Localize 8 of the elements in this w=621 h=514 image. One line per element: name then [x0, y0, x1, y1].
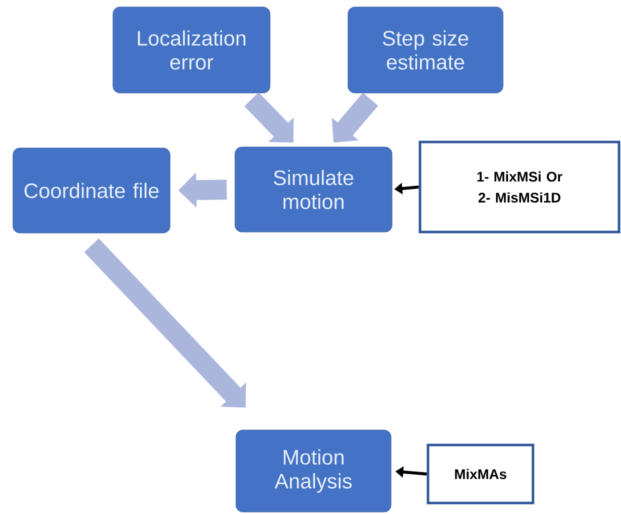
text-box: MixMAs	[426, 444, 534, 504]
text-box: 1- MixMSi Or 2- MisMSi1D	[418, 140, 620, 234]
process-box: Simulate motion	[234, 146, 392, 232]
arrow	[84, 238, 246, 408]
process-box: Coordinate file	[12, 148, 170, 234]
process-box: Localization error	[112, 6, 270, 94]
process-box: Motion Analysis	[236, 430, 392, 512]
process-box: Step size estimate	[348, 6, 504, 94]
